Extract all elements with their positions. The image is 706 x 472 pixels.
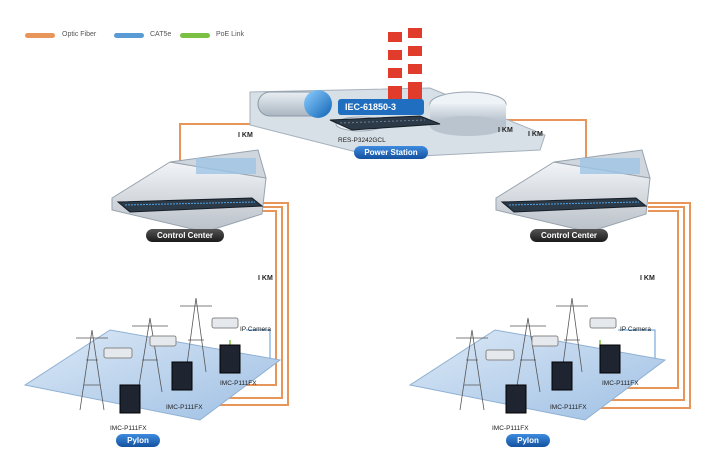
ip-camera [485,349,515,361]
optic-fiber-swatch [25,33,55,38]
ip-camera [211,317,239,329]
pylon-tower [76,329,108,411]
pylon-tower [180,297,212,373]
distance-label: I KM [640,275,655,282]
cat5e-swatch [114,33,144,38]
station-switch-model: RES-P3242GCL [338,137,386,144]
control-switch-left [116,197,264,213]
distance-label: I KM [498,127,513,134]
control-center-left-label: Control Center [146,229,224,242]
media-converter [551,361,573,391]
power-station-label: Power Station [354,146,428,159]
media-converter [219,344,241,374]
pylon-site-right [408,297,667,421]
ip-camera [149,335,177,347]
converter-label: IMC-P111FX [220,380,257,387]
pylon-right-label: Pylon [506,434,550,447]
fiber-right-c [620,210,679,389]
gas-sphere [304,90,332,118]
poe-link-swatch [180,33,210,38]
power-station [249,28,546,159]
ip-camera [531,335,559,347]
media-converter [505,384,527,414]
pylon-tower [132,317,168,393]
pylon-left-label: Pylon [116,434,160,447]
ip-camera-label: IP Camera [620,326,651,333]
ip-camera-label: IP Camera [240,326,271,333]
pylon-site-left [23,297,282,421]
ip-camera [103,347,133,359]
distance-label: I KM [238,132,253,139]
control-center-right [495,149,651,233]
distance-label: I KM [258,275,273,282]
converter-label: IMC-P111FX [602,380,639,387]
fiber-left-c [240,210,277,386]
protocol-banner [338,99,424,115]
converter-label: IMC-P111FX [492,425,529,432]
control-center-left [111,149,267,233]
media-converter [599,344,621,374]
legend [25,33,210,38]
legend-cat5e: CAT5e [150,31,172,38]
ip-camera [589,317,617,329]
legend-optic-fiber: Optic Fiber [62,31,97,38]
control-switch-right [500,197,648,213]
protocol-label: IEC-61850-3 [345,102,397,112]
distance-label: I KM [528,131,543,138]
pylon-tower [510,317,546,393]
converter-label: IMC-P111FX [166,404,203,411]
pylon-tower [556,297,588,373]
converter-label: IMC-P111FX [550,404,587,411]
legend-poe-link: PoE Link [216,31,245,38]
fiber-right-a [540,202,691,409]
station-switch [329,115,441,131]
media-converter [171,361,193,391]
pylon-tower [456,329,488,411]
converter-label: IMC-P111FX [110,425,147,432]
control-center-right-label: Control Center [530,229,608,242]
media-converter [119,384,141,414]
fiber-right-b [580,206,685,401]
fiber-left-b [200,206,283,399]
